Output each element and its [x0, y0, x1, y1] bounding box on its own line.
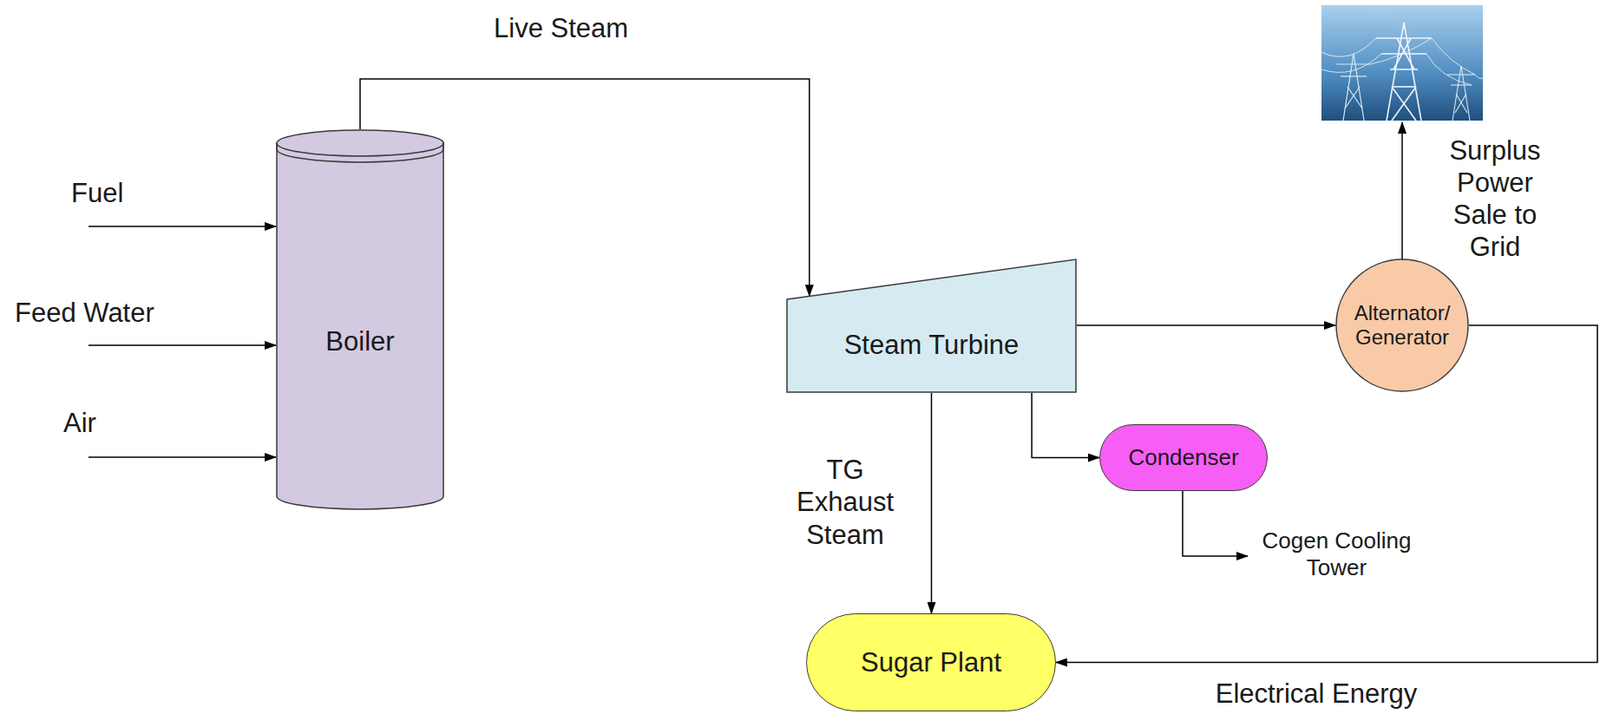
annotation-label: Cogen Cooling Tower — [1256, 527, 1417, 582]
plant-box: Sugar Plant — [806, 613, 1056, 712]
boiler-cylinder-outline — [275, 129, 445, 511]
edge-label: Live Steam — [493, 12, 629, 45]
node-label: Sugar Plant — [860, 647, 1002, 679]
circle-shape — [1336, 259, 1469, 392]
annotation-label: Fuel — [71, 177, 124, 210]
air-arrow — [88, 456, 276, 459]
feed-water-arrow — [88, 344, 276, 347]
fuel-arrow — [88, 225, 276, 228]
annotation-label: Feed Water — [14, 296, 155, 329]
turbine-shape — [786, 259, 1076, 393]
annotation-label: Surplus Power Sale to Grid — [1438, 134, 1552, 264]
flow-connector — [1031, 393, 1100, 459]
turbine-box-outline — [786, 258, 1077, 394]
cooling-tower-arrow — [1182, 491, 1248, 557]
annotation-label: Air — [63, 406, 97, 440]
flow-connector — [1076, 324, 1336, 327]
node-label: Condenser — [1127, 445, 1239, 472]
flow-connector — [931, 393, 933, 614]
cylinder-body — [276, 143, 444, 510]
pylon — [1376, 22, 1432, 121]
cylinder-top — [276, 130, 444, 157]
flow-connector — [1055, 325, 1598, 663]
pylon — [1447, 65, 1476, 121]
power-grid-picture — [1321, 5, 1483, 121]
node-label: Steam Turbine — [844, 329, 1020, 361]
edge-label: Electrical Energy — [1215, 677, 1418, 710]
edge-label: TG Exhaust Steam — [788, 453, 902, 551]
boiler-cylinder: Boiler — [275, 129, 445, 511]
power-lines — [1321, 38, 1483, 86]
cylinder-rim — [276, 143, 444, 163]
grid-arrow — [1401, 122, 1404, 260]
condenser-box: Condenser — [1099, 424, 1268, 492]
sky-background — [1321, 5, 1483, 121]
node-label: Boiler — [325, 326, 394, 358]
node-label: Alternator/ Generator — [1348, 301, 1456, 349]
turbine-box: Steam Turbine — [786, 258, 1077, 394]
pylon — [1336, 53, 1371, 121]
generator-circle: Alternator/ Generator — [1335, 258, 1469, 393]
